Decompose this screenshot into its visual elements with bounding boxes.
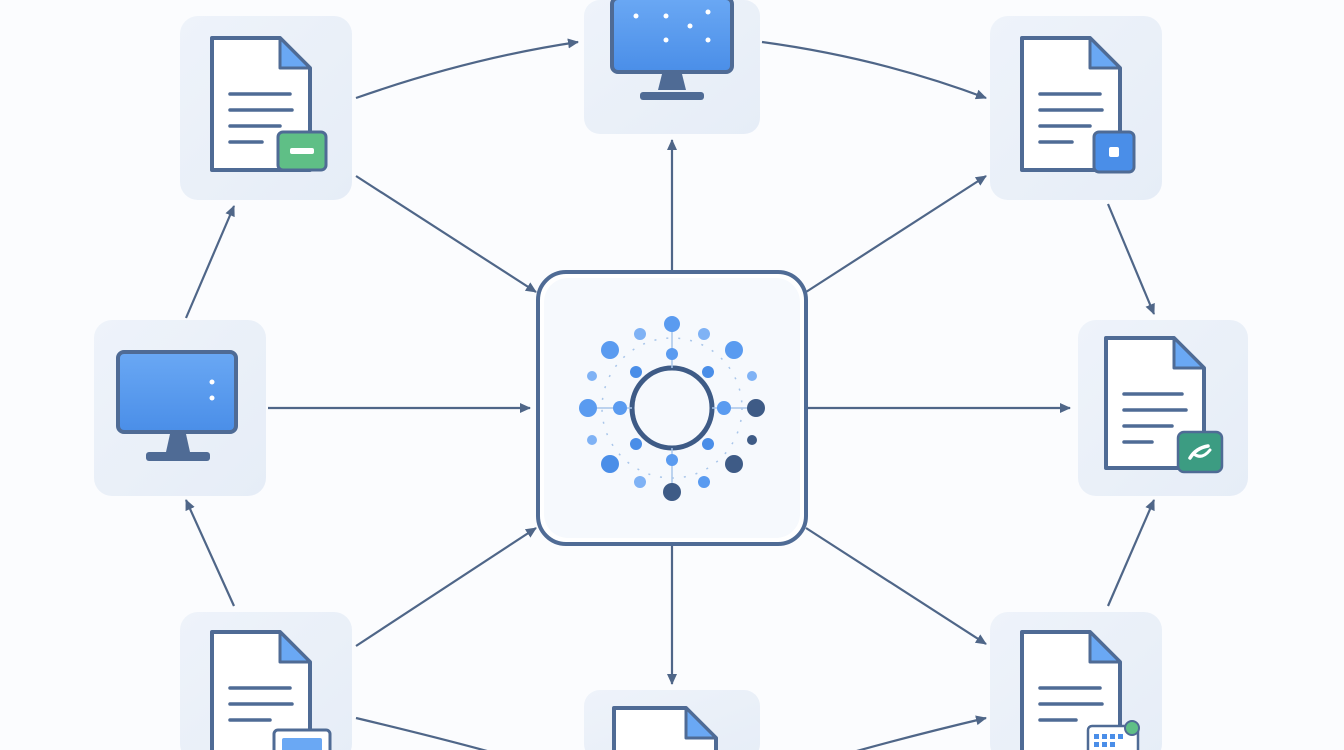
edge-doc-top-right-to-doc-right	[1106, 203, 1156, 315]
edge-hub-to-doc-bottom-right	[805, 527, 987, 645]
edge-monitor-top-to-doc-top-right	[761, 40, 987, 100]
monitor-icon	[610, 0, 734, 100]
edge-doc-bottom-right-to-doc-right	[1106, 499, 1156, 607]
node-doc-top-left[interactable]	[180, 16, 352, 200]
grid-badge-icon	[1086, 720, 1140, 750]
node-doc-bottom-left[interactable]	[180, 612, 352, 750]
edge-doc-bottom-left-to-doc-bottom	[355, 716, 488, 750]
network-cluster-icon	[579, 316, 765, 501]
edge-hub-to-doc-top-right	[805, 175, 987, 293]
node-doc-bottom[interactable]	[584, 690, 760, 750]
dot-badge-icon	[1092, 130, 1136, 174]
document-icon	[612, 706, 718, 750]
edge-doc-bottom-left-to-hub	[355, 527, 537, 647]
minus-badge-icon	[276, 130, 328, 172]
edge-doc-bottom-to-doc-bottom-right	[856, 715, 987, 750]
document-icon	[210, 630, 312, 750]
edge-doc-top-left-to-monitor-top	[355, 38, 579, 100]
node-doc-bottom-right[interactable]	[990, 612, 1162, 750]
edge-doc-top-left-to-hub	[355, 175, 537, 293]
central-hub[interactable]	[536, 270, 808, 546]
node-doc-top-right[interactable]	[990, 16, 1162, 200]
node-doc-right[interactable]	[1078, 320, 1248, 496]
window-badge-icon	[272, 728, 332, 750]
edge-doc-bottom-left-to-monitor-left	[184, 499, 236, 607]
link-badge-icon	[1176, 430, 1224, 474]
node-monitor-top[interactable]	[584, 0, 760, 134]
node-monitor-left[interactable]	[94, 320, 266, 496]
edges-layer	[184, 38, 1156, 750]
edge-monitor-left-to-doc-top-left	[184, 205, 236, 319]
document-icon	[1020, 630, 1122, 750]
monitor-icon	[116, 350, 238, 461]
